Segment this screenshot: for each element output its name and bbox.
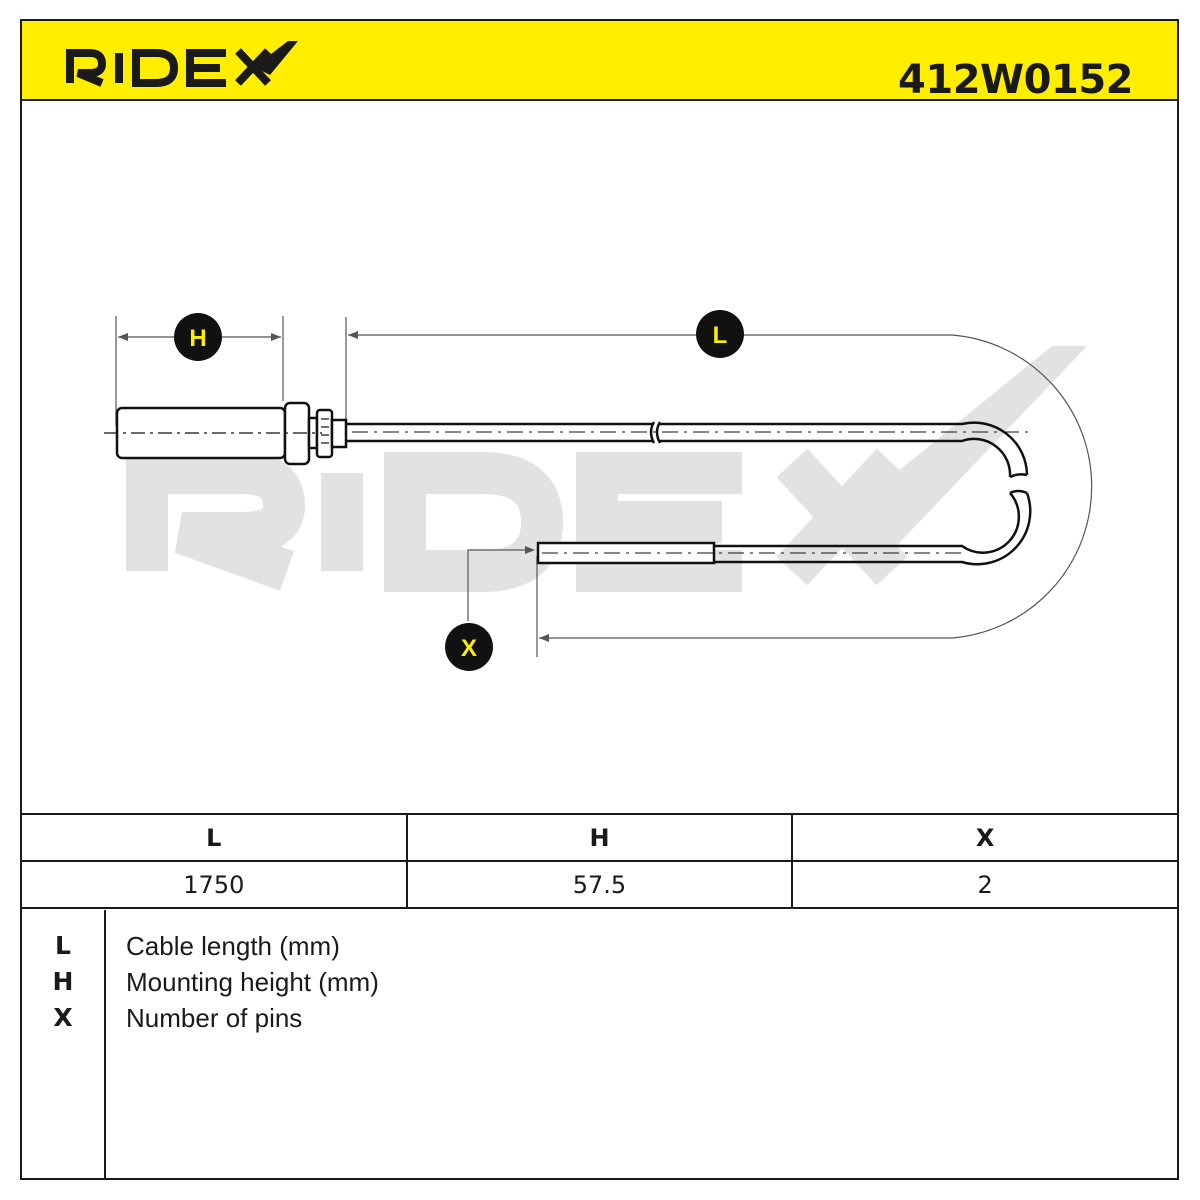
part-number: 412W0152 <box>898 57 1133 103</box>
legend-item: L Cable length (mm) <box>22 928 1177 964</box>
dimensions-table: L H X 1750 57.5 2 <box>20 813 1179 909</box>
dimension-l-label: L <box>713 322 728 349</box>
cable-drawing: H L X <box>104 310 1093 671</box>
dimension-l-lines <box>345 317 1093 657</box>
legend-description: Number of pins <box>126 1003 303 1033</box>
legend-item: H Mounting height (mm) <box>22 964 1177 1000</box>
ridex-watermark <box>126 448 908 592</box>
table-row: 1750 57.5 2 <box>20 860 1179 909</box>
legend-description: Mounting height (mm) <box>126 967 379 997</box>
table-header-cell: X <box>791 813 1179 862</box>
legend-divider <box>104 910 106 1178</box>
dimension-x-badge <box>445 623 493 671</box>
dimension-h-badge <box>174 313 222 361</box>
dimension-x-label: X <box>461 635 477 662</box>
dimension-l-badge <box>696 310 744 358</box>
table-header-cell: H <box>405 813 794 862</box>
table-header-cell: L <box>20 813 408 862</box>
dimension-h-label: H <box>189 325 206 352</box>
ridex-logo <box>66 41 298 87</box>
connector-ribs <box>321 418 329 444</box>
legend-item: X Number of pins <box>22 1000 1177 1036</box>
table-cell: 1750 <box>20 860 408 909</box>
legend: L Cable length (mm) H Mounting height (m… <box>20 910 1179 1180</box>
legend-key: L <box>55 931 71 960</box>
table-header-row: L H X <box>20 813 1179 862</box>
legend-description: Cable length (mm) <box>126 931 340 961</box>
table-cell: 57.5 <box>405 860 794 909</box>
watermark-slash <box>837 346 1087 561</box>
legend-key: H <box>52 967 74 996</box>
dimension-x-lines <box>467 549 527 621</box>
dimension-x-arrow <box>525 546 535 554</box>
table-cell: 2 <box>791 860 1179 909</box>
header-bar: 412W0152 <box>20 19 1179 103</box>
legend-key: X <box>53 1003 73 1032</box>
